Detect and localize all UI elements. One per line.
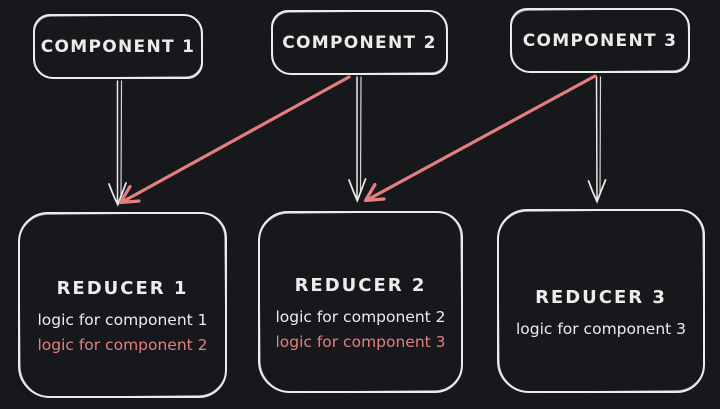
- component-1-box: COMPONENT 1: [33, 14, 203, 79]
- arrow-shaft-double: [359, 76, 362, 193]
- arrow-component3-to-reducer3: [587, 76, 607, 204]
- arrow-head: [363, 182, 386, 203]
- arrow-shaft-double: [599, 76, 602, 194]
- reducer-3-box: REDUCER 3 logic for component 3: [497, 209, 705, 393]
- reducer-1-line-2: logic for component 2: [37, 336, 208, 354]
- arrow-shaft: [595, 76, 598, 201]
- arrow-head: [118, 184, 141, 205]
- reducer-1-title: REDUCER 1: [56, 278, 189, 299]
- arrow-shaft-double: [120, 80, 123, 197]
- arrow-component1-to-reducer1: [108, 80, 127, 207]
- arrow-component2-to-reducer2: [348, 76, 367, 203]
- reducer-1-box: REDUCER 1 logic for component 1 logic fo…: [18, 212, 227, 398]
- reducer-1-line-1: logic for component 1: [37, 311, 208, 329]
- component-3-box: COMPONENT 3: [510, 8, 690, 73]
- arrow-head: [348, 178, 367, 203]
- reducer-2-line-1: logic for component 2: [275, 308, 446, 326]
- reducer-3-title: REDUCER 3: [535, 286, 667, 308]
- component-2-label: COMPONENT 2: [282, 32, 437, 53]
- reducer-2-line-2: logic for component 3: [275, 333, 446, 351]
- reducer-3-line-1: logic for component 3: [515, 319, 687, 338]
- reducer-2-box: REDUCER 2 logic for component 2 logic fo…: [258, 211, 463, 393]
- component-3-label: COMPONENT 3: [522, 30, 678, 51]
- component-2-box: COMPONENT 2: [271, 10, 448, 75]
- reducer-2-title: REDUCER 2: [294, 275, 427, 296]
- arrow-component2-to-reducer1: [118, 75, 351, 205]
- arrow-component3-to-reducer2: [363, 74, 597, 203]
- arrow-shaft: [121, 75, 351, 204]
- arrow-head: [587, 179, 607, 204]
- arrow-head: [108, 182, 127, 207]
- component-1-label: COMPONENT 1: [40, 36, 196, 57]
- arrow-shaft: [366, 74, 597, 202]
